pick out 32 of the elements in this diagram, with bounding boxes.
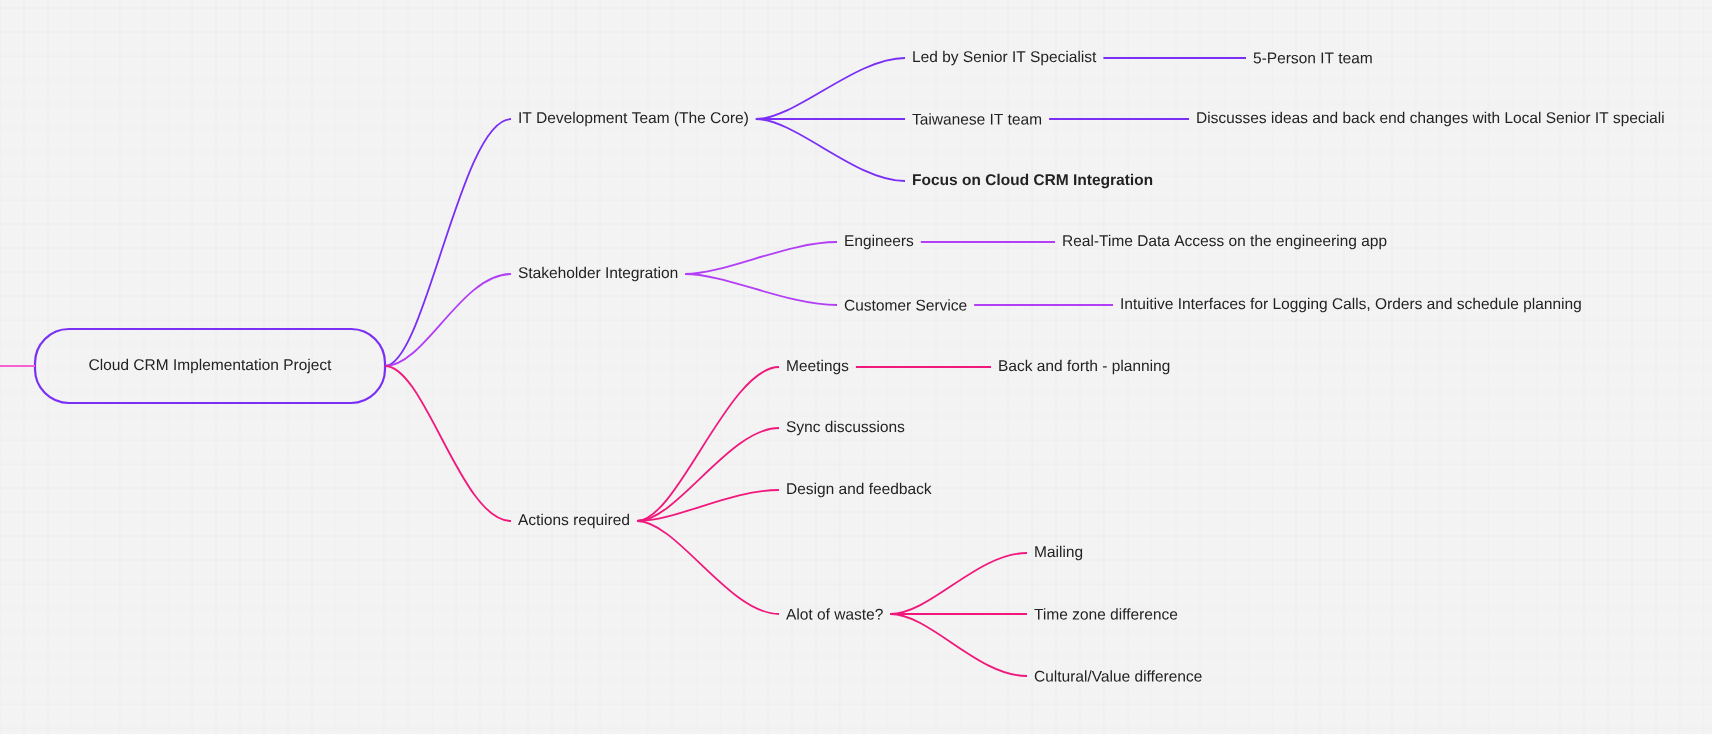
connector-line	[889, 613, 1028, 677]
connector-line	[384, 365, 512, 522]
topic-label: Customer Service	[844, 299, 967, 311]
connector-line	[1102, 57, 1247, 59]
topic-label: Meetings	[787, 359, 849, 375]
topic-label: 5-Person IT team	[1253, 52, 1372, 64]
topic-label: Cultural/Value difference	[1034, 670, 1202, 682]
topic-label: Design and feedback	[787, 482, 932, 498]
topic-label: Led by Senior IT Specialist	[913, 50, 1097, 66]
connector-line	[1048, 118, 1190, 120]
topic-label: Real-Time Data Access on the engineering app	[1063, 234, 1387, 250]
topic-label: Taiwanese IT team	[912, 113, 1042, 125]
topic-label: Discusses ideas and back end changes with Local Senior IT speciali	[1197, 111, 1664, 127]
connector-line	[855, 366, 992, 368]
topic-label: Engineers	[845, 234, 914, 250]
connector-line	[636, 520, 780, 615]
topic-label: Sync discussions	[786, 420, 905, 436]
topic-label: Alot of waste?	[786, 608, 883, 620]
connector-line	[754, 118, 906, 182]
topic-label: Stakeholder Integration	[518, 266, 678, 282]
root-box: Cloud CRM Implementation Project	[33, 327, 387, 405]
connector-line	[973, 304, 1114, 306]
connector-line	[0, 365, 36, 367]
topic-label: Back and forth - planning	[999, 359, 1170, 375]
topic-label: IT Development Team (The Core)	[519, 111, 748, 127]
topic-label: Mailing	[1035, 545, 1083, 561]
connector-line	[684, 273, 838, 306]
connector-line	[919, 241, 1056, 243]
topic-label: Intuitive Interfaces for Logging Calls, Orders and schedule planning	[1121, 297, 1581, 313]
topic-label: Time zone difference	[1034, 608, 1178, 620]
topic-label: Focus on Cloud CRM Integration	[913, 173, 1153, 189]
topic-label: Actions required	[518, 513, 629, 529]
